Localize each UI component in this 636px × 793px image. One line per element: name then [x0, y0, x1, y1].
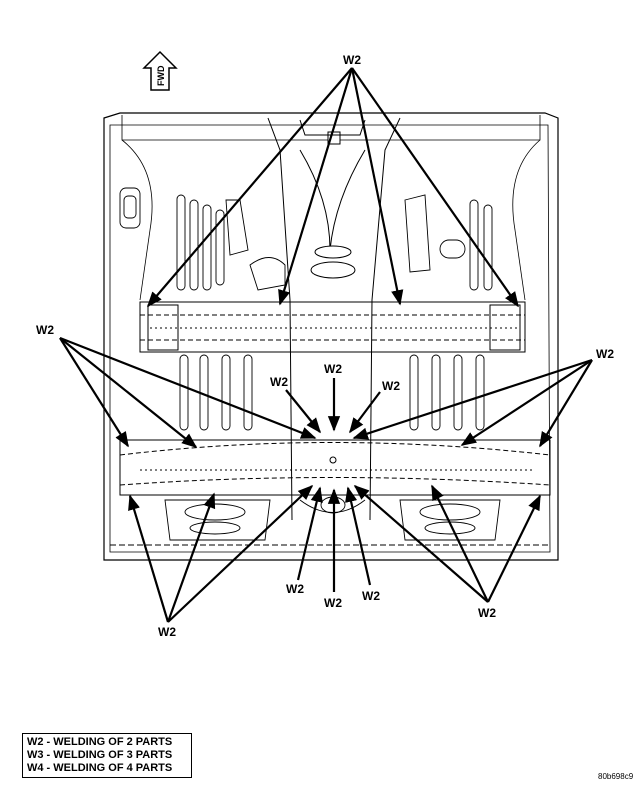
weld-callouts: W2 W2 W2 W2 W2 W2 W2 W2 W2 W2 W2: [36, 53, 614, 639]
weld-callout-left: W2: [36, 323, 54, 337]
weld-callout-bottom-center: W2: [324, 596, 342, 610]
weld-callout-center-left: W2: [270, 375, 288, 389]
floor-ribs: [179, 354, 485, 431]
weld-callout-bottom-right: W2: [478, 606, 496, 620]
weld-callout-center: W2: [324, 362, 342, 376]
legend-item: W4 - WELDING OF 4 PARTS: [27, 762, 173, 774]
center-tunnel: [267, 117, 401, 521]
fwd-arrow-icon: [142, 50, 178, 91]
weld-legend: W2 - WELDING OF 2 PARTS W3 - WELDING OF …: [22, 733, 192, 778]
fwd-label: FWD: [156, 65, 166, 86]
weld-callout-top: W2: [343, 53, 361, 67]
legend-item: W3 - WELDING OF 3 PARTS: [27, 749, 173, 761]
weld-callout-bottom-center-left: W2: [286, 582, 304, 596]
rear-pan: [110, 496, 550, 546]
weld-callout-center-right: W2: [382, 379, 400, 393]
weld-callout-bottom-left: W2: [158, 625, 176, 639]
rear-crossmember: [119, 439, 551, 496]
seat-tracks: [119, 187, 493, 291]
figure-id: 80b698c9: [598, 772, 634, 781]
weld-callout-right: W2: [596, 347, 614, 361]
weld-leader-lines: [59, 67, 593, 623]
forward-direction-indicator: FWD: [142, 50, 178, 91]
weld-callout-bottom-center-right: W2: [362, 589, 380, 603]
front-crossmember: [139, 301, 526, 353]
legend-item: W2 - WELDING OF 2 PARTS: [27, 736, 173, 748]
